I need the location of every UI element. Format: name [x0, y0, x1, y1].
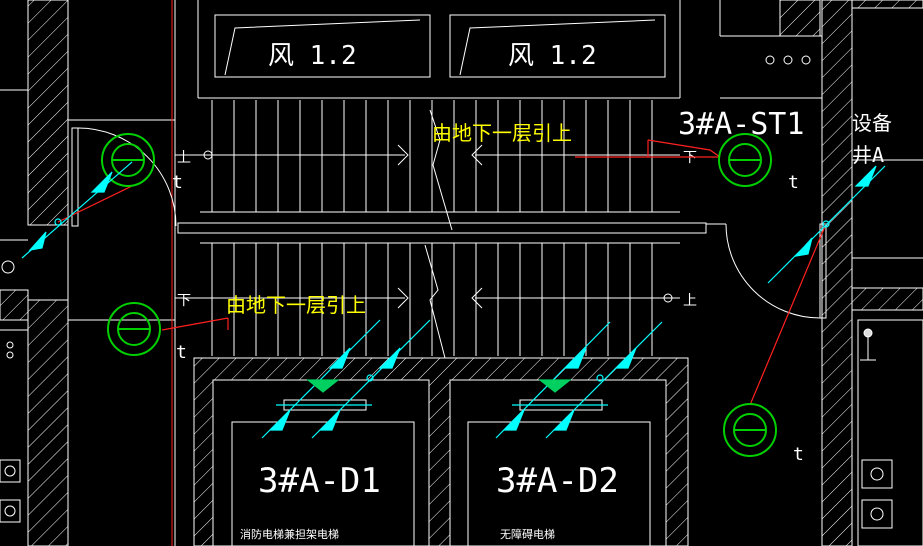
detector-tag-top-left: t — [172, 172, 183, 193]
riser-annotation-top: 由地下一层引上 — [432, 121, 572, 145]
stair-id-label: 3#A-ST1 — [678, 107, 804, 142]
stair-up-top-label: 上 — [177, 150, 191, 166]
elevator-shaft-2-void — [449, 379, 667, 546]
wall-right-upper-block — [851, 0, 923, 9]
detectors — [101, 133, 777, 457]
stair-down-mid-label: 下 — [177, 293, 191, 309]
stair-landing — [175, 109, 707, 359]
elevator-1-sublabel: 消防电梯兼担架电梯 — [240, 527, 339, 541]
detector-tag-mid-left: t — [176, 342, 187, 363]
cyan-symbols — [21, 161, 886, 439]
detector-top-right-icon — [718, 133, 772, 187]
stair-down-top-label: 下 — [683, 150, 697, 166]
elevator-1-label: 3#A-D1 — [258, 461, 381, 501]
doors — [71, 127, 827, 319]
elevator-2-sublabel: 无障碍电梯 — [500, 527, 555, 541]
red-leaders — [57, 139, 827, 406]
detector-bottom-right-icon — [723, 403, 777, 457]
vent-shafts — [214, 14, 666, 78]
elevator-2-label: 3#A-D2 — [496, 461, 619, 501]
room-right-label-1: 设备 — [852, 111, 892, 135]
wall-far-left — [0, 289, 29, 321]
wall-right-vertical — [821, 0, 853, 546]
room-right-label-2: 井A — [852, 143, 884, 167]
wall-left-upper — [27, 0, 69, 226]
wall-top-right — [779, 0, 821, 37]
outlet-symbols — [0, 55, 893, 529]
detector-mid-left-icon — [107, 302, 161, 356]
stair-treads — [211, 100, 653, 356]
detector-top-left-icon — [101, 133, 155, 187]
riser-annotation-left: 由地下一层引上 — [226, 293, 366, 317]
vent-label-right: 风 1.2 — [508, 41, 597, 71]
wall-right-mid-block — [851, 287, 923, 311]
detector-tag-top-right: t — [788, 172, 799, 193]
wall-left-lower — [27, 299, 69, 546]
elevator-shaft-1-void — [212, 379, 430, 546]
detector-tag-bottom-right: t — [793, 444, 804, 465]
stair-up-mid-label: 上 — [683, 293, 697, 309]
vent-label-left: 风 1.2 — [268, 41, 357, 71]
